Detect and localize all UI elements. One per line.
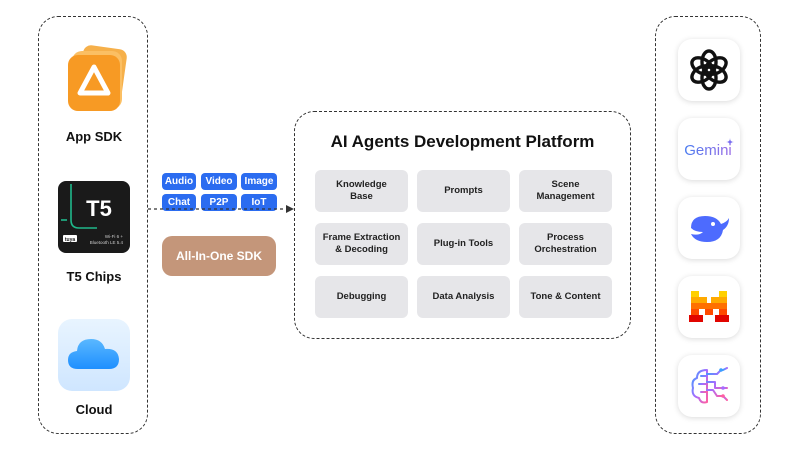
platform-cell-line: Debugging [336,291,387,302]
sources-panel: App SDK T5 tuya Wi-Fi 6 + Bluetooth LE 5… [38,16,148,434]
models-panel: Gemini [655,16,761,434]
tag-audio: Audio [162,173,196,190]
gemini-logo-icon: Gemini [678,118,740,180]
platform-cell-line: Base [350,191,373,202]
ai-brain-icon [678,355,740,417]
platform-cell-prompts: Prompts [417,170,510,212]
platform-cell-line: Scene [551,179,580,190]
platform-cell-label: Frame Extraction& Decoding [323,232,401,256]
tag-image: Image [241,173,277,190]
t5-chip-icon: T5 tuya Wi-Fi 6 + Bluetooth LE 5.4 [39,180,149,259]
cloud-label: Cloud [75,402,113,417]
platform-cell-line: Management [536,191,595,202]
platform-cell-label: Plug-in Tools [434,238,493,250]
svg-text:tuya: tuya [65,237,76,243]
t5-chips-label: T5 Chips [66,269,122,284]
platform-cell-line: Tone & Content [530,291,601,302]
platform-cell-line: Orchestration [534,244,597,255]
platform-cell-plug-in-tools: Plug-in Tools [417,223,510,265]
app-sdk-label: App SDK [65,129,123,144]
openai-logo-icon [678,39,740,101]
platform-cell-line: Frame Extraction [322,232,401,243]
deepseek-logo-icon [678,197,740,259]
app-sdk-icon [39,43,149,120]
platform-cell-tone-content: Tone & Content [519,276,612,318]
platform-cell-line: Process [547,232,584,243]
platform-cell-debugging: Debugging [315,276,408,318]
platform-cell-line: Plug-in Tools [433,238,494,249]
tag-p2p: P2P [201,194,237,211]
tag-video: Video [201,173,237,190]
platform-cell-line: & Decoding [335,244,388,255]
platform-cell-label: Prompts [444,185,483,197]
platform-cell-line: Prompts [444,185,483,196]
svg-text:Bluetooth LE 5.4: Bluetooth LE 5.4 [90,240,124,245]
svg-text:Wi-Fi 6 +: Wi-Fi 6 + [105,234,123,239]
cloud-icon [39,317,149,398]
tag-iot: IoT [241,194,277,211]
platform-cell-label: Tone & Content [530,291,600,303]
platform-cell-line: Knowledge [336,179,387,190]
svg-text:Gemini: Gemini [684,142,732,159]
tag-chat: Chat [162,194,196,211]
all-in-one-sdk-badge: All-In-One SDK [162,236,276,276]
platform-cell-label: Debugging [337,291,387,303]
platform-cell-frame-extraction: Frame Extraction& Decoding [315,223,408,265]
platform-cell-label: Data Analysis [433,291,495,303]
platform-panel: AI Agents Development Platform Knowledge… [294,111,631,339]
flow-arrow [148,205,294,213]
platform-cell-data-analysis: Data Analysis [417,276,510,318]
platform-title: AI Agents Development Platform [330,132,595,151]
mistral-logo-icon [678,276,740,338]
svg-text:T5: T5 [86,196,112,221]
platform-cell-line: Data Analysis [432,291,495,302]
